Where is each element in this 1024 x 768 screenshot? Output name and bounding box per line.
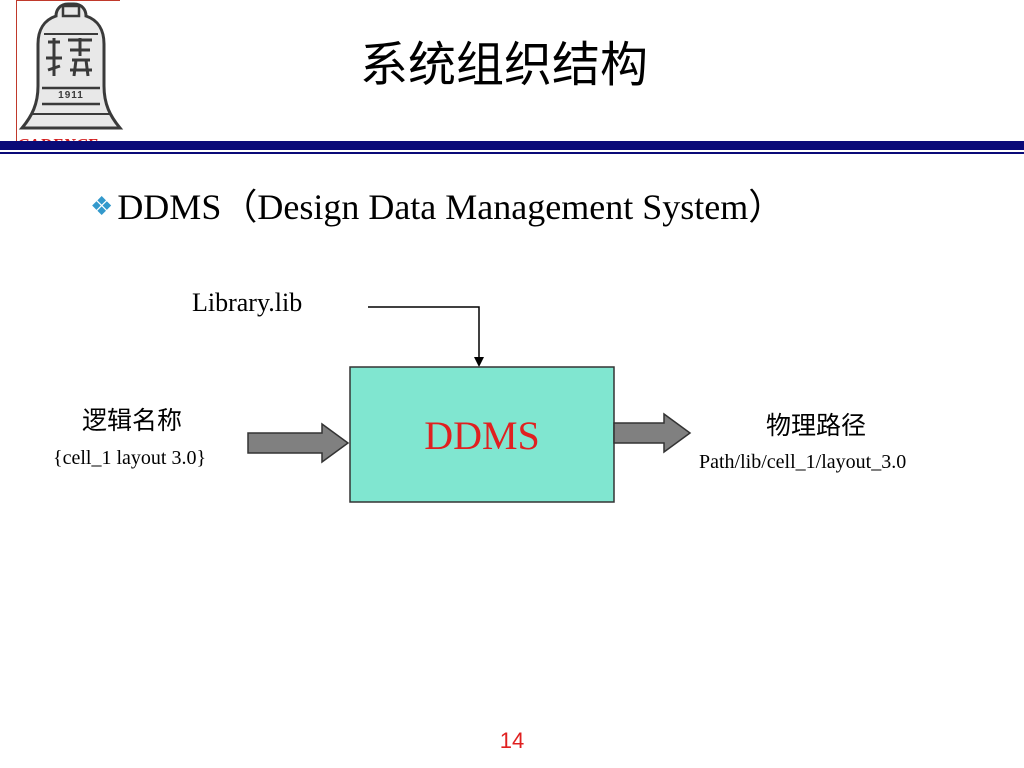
ddms-box (349, 366, 615, 503)
page-number: 14 (499, 728, 525, 753)
logical-name-value: {cell_1 layout 3.0} (53, 447, 207, 469)
library-connector-line (368, 306, 480, 360)
ddms-box-label: DDMS (424, 413, 540, 458)
logical-name-title: 逻辑名称 (82, 406, 183, 435)
bullet-item: ❖DDMS（Design Data Management System） (90, 185, 784, 229)
input-arrow (247, 422, 350, 464)
physical-path-value: Path/lib/cell_1/layout_3.0 (699, 451, 907, 473)
physical-path-title: 物理路径 (766, 411, 867, 440)
diamond-bullet-icon: ❖ (90, 192, 114, 221)
library-arrowhead (474, 357, 484, 367)
logo-year: 1911 (58, 90, 84, 101)
tsinghua-bell-logo-icon (18, 2, 124, 130)
slide-title: 系统组织结构 (360, 37, 649, 93)
header-rule-thick (0, 141, 1024, 150)
header-rule-thin (0, 152, 1024, 154)
library-label: Library.lib (192, 288, 303, 317)
bullet-text: DDMS（Design Data Management System） (117, 187, 785, 227)
output-arrow (613, 412, 692, 454)
logo-frame (16, 0, 120, 143)
